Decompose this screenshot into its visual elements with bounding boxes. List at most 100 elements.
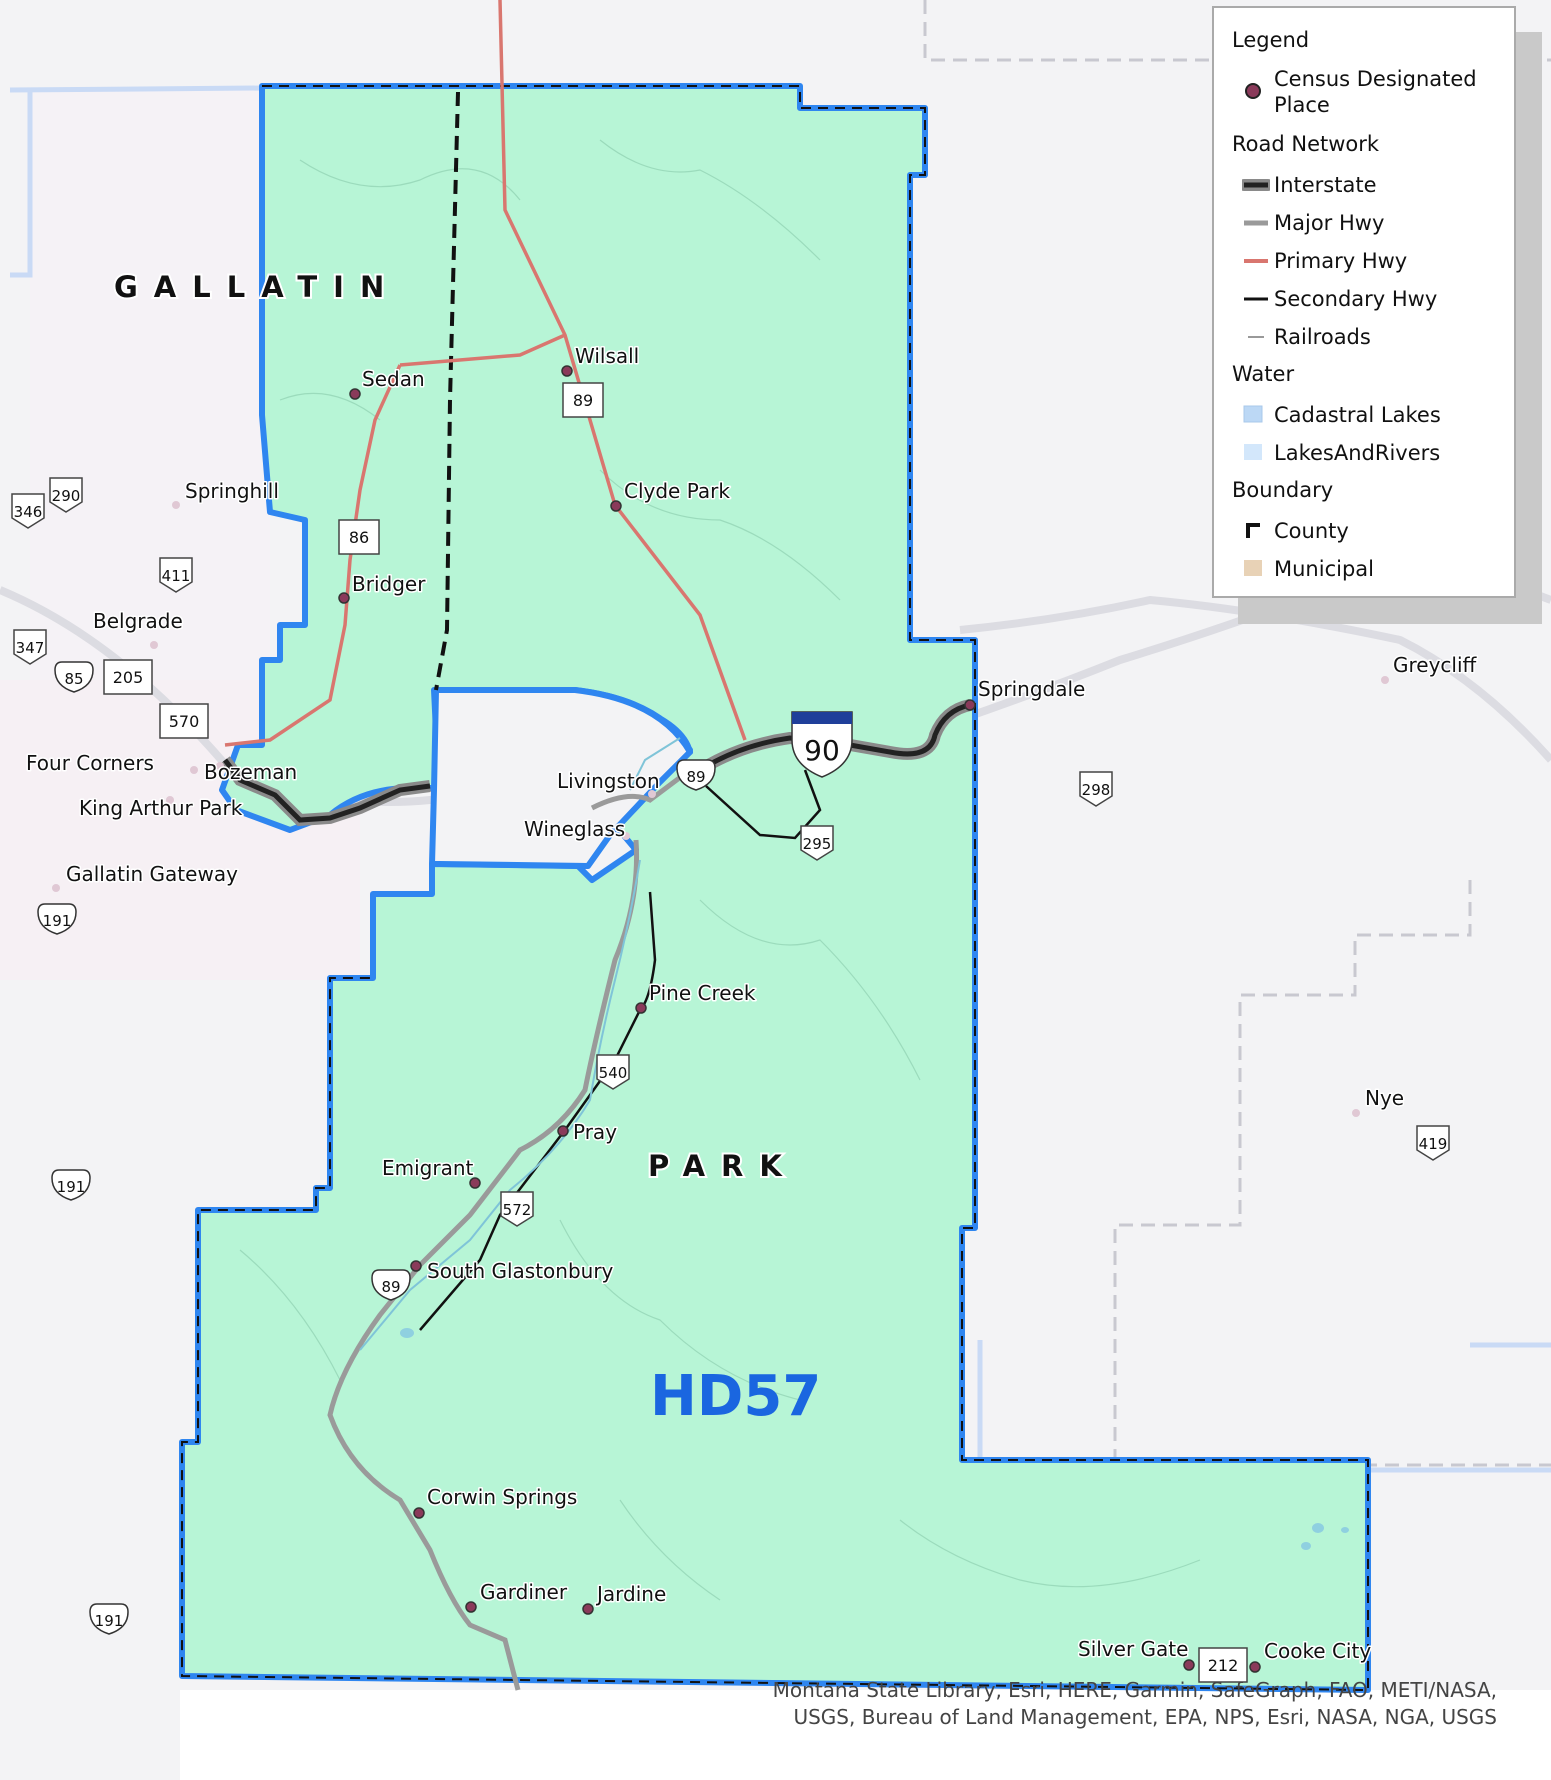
shield-number: 89 (686, 768, 705, 786)
shield-number: 191 (95, 1612, 124, 1630)
place-label: Corwin Springs (427, 1485, 577, 1509)
municipal-icon (1244, 560, 1262, 576)
place-dot[interactable] (52, 884, 60, 892)
secondary-route-shield: 419 (1416, 1125, 1450, 1161)
secondary-route-shield: 346 (11, 493, 45, 529)
shield-number: 411 (162, 567, 191, 585)
shield-number: 86 (349, 528, 369, 547)
place-dot[interactable] (349, 388, 361, 400)
place-dot[interactable] (172, 501, 180, 509)
route-shields: 90 89 89 85 191 191 191 89 (11, 382, 1450, 1683)
us-route-shield: 89 (371, 1269, 411, 1301)
place-dot[interactable] (1381, 676, 1389, 684)
legend-boundary-municipal: Municipal (1274, 557, 1374, 581)
cadastral-lakes-icon (1243, 405, 1263, 423)
place-dot[interactable] (648, 790, 656, 798)
legend-census-place: Census Designated Place (1274, 67, 1477, 117)
place-label: Cooke City (1264, 1639, 1371, 1663)
legend-road-secondary: Secondary Hwy (1274, 287, 1438, 311)
primary-highways (224, 0, 747, 747)
interstate-90 (220, 699, 972, 827)
us-route-shield: 191 (37, 903, 77, 935)
place-dot[interactable] (410, 1260, 422, 1272)
secondary-route-shield: 290 (49, 477, 83, 513)
railroad-icon (1248, 336, 1264, 338)
us-route-shield: 191 (89, 1603, 129, 1635)
major-hwy-icon (1244, 220, 1268, 226)
places: Sedan Wilsall Clyde Park Bridger Springd… (25, 343, 1479, 1673)
place-dot[interactable] (1249, 1661, 1261, 1673)
shield-number: 572 (503, 1201, 532, 1219)
shield-number: 90 (804, 734, 840, 767)
state-route-shield: 89 (562, 382, 604, 418)
district-texture (239, 139, 1201, 1601)
legend-water-cadastral: Cadastral Lakes (1274, 403, 1441, 427)
legend-water: Water (1232, 362, 1295, 386)
legend-boundary-county: County (1274, 519, 1349, 543)
legend-road-major: Major Hwy (1274, 211, 1385, 235)
place-label: Livingston (557, 769, 660, 793)
secondary-route-shield: 572 (500, 1191, 534, 1227)
place-label: Emigrant (382, 1156, 474, 1180)
place-dot[interactable] (150, 641, 158, 649)
legend-road-primary: Primary Hwy (1274, 249, 1408, 273)
shield-number: 290 (52, 487, 81, 505)
place-label: Springhill (185, 479, 279, 503)
primary-hwy-icon (1244, 259, 1268, 263)
secondary-route-shield: 298 (1079, 771, 1113, 807)
census-place-icon (1245, 83, 1261, 99)
place-dot[interactable] (465, 1601, 477, 1613)
shield-number: 89 (381, 1278, 400, 1296)
county-label-gallatin: GALLATIN (114, 270, 400, 304)
place-dot[interactable] (216, 762, 224, 770)
place-dot[interactable] (469, 1177, 481, 1189)
place-label: Gallatin Gateway (66, 862, 238, 886)
legend-boundary: Boundary (1232, 478, 1334, 502)
us-route-shield: 191 (51, 1169, 91, 1201)
place-label: Clyde Park (624, 479, 730, 503)
secondary-route-shield: 347 (13, 629, 47, 665)
legend-road-interstate: Interstate (1274, 173, 1377, 197)
shield-number: 540 (599, 1064, 628, 1082)
state-route-shield: 570 (159, 703, 209, 739)
place-label: Springdale (978, 677, 1085, 701)
place-label: Jardine (595, 1582, 666, 1606)
lakes-rivers-icon (1244, 444, 1262, 460)
lakes (400, 1328, 1349, 1550)
shield-number: 347 (16, 639, 45, 657)
place-dot[interactable] (622, 832, 630, 840)
place-label: Wineglass (524, 817, 625, 841)
secondary-route-shield: 295 (800, 825, 834, 861)
place-label: Nye (1365, 1086, 1404, 1110)
legend-water-lakes: LakesAndRivers (1274, 441, 1441, 465)
place-dot[interactable] (166, 796, 174, 804)
place-dot[interactable] (561, 365, 573, 377)
place-dot[interactable] (413, 1507, 425, 1519)
place-label: Greycliff (1393, 653, 1478, 677)
secondary-hwy-icon (1244, 297, 1268, 301)
place-label: South Glastonbury (427, 1259, 614, 1283)
secondary-highways (419, 769, 822, 1331)
shield-number: 191 (43, 912, 72, 930)
place-label: Gardiner (480, 1580, 568, 1604)
place-label: Pray (573, 1120, 617, 1144)
place-dot[interactable] (557, 1125, 569, 1137)
legend-road-railroads: Railroads (1274, 325, 1371, 349)
place-dot[interactable] (1183, 1659, 1195, 1671)
place-dot[interactable] (582, 1603, 594, 1615)
place-dot[interactable] (1352, 1109, 1360, 1117)
place-label: Bozeman (204, 760, 297, 784)
place-label: Wilsall (575, 344, 639, 368)
legend-road-network: Road Network (1232, 132, 1380, 156)
place-dot[interactable] (635, 1002, 647, 1014)
place-dot[interactable] (338, 592, 350, 604)
place-label: Four Corners (26, 751, 154, 775)
interstate-shield: 90 (791, 711, 853, 778)
place-label: Sedan (362, 367, 425, 391)
place-dot[interactable] (610, 500, 622, 512)
attribution-line-2: USGS, Bureau of Land Management, EPA, NP… (793, 1705, 1497, 1729)
shield-number: 212 (1208, 1656, 1239, 1675)
place-dot[interactable] (964, 699, 976, 711)
shield-number: 191 (57, 1178, 86, 1196)
place-dot[interactable] (190, 766, 198, 774)
